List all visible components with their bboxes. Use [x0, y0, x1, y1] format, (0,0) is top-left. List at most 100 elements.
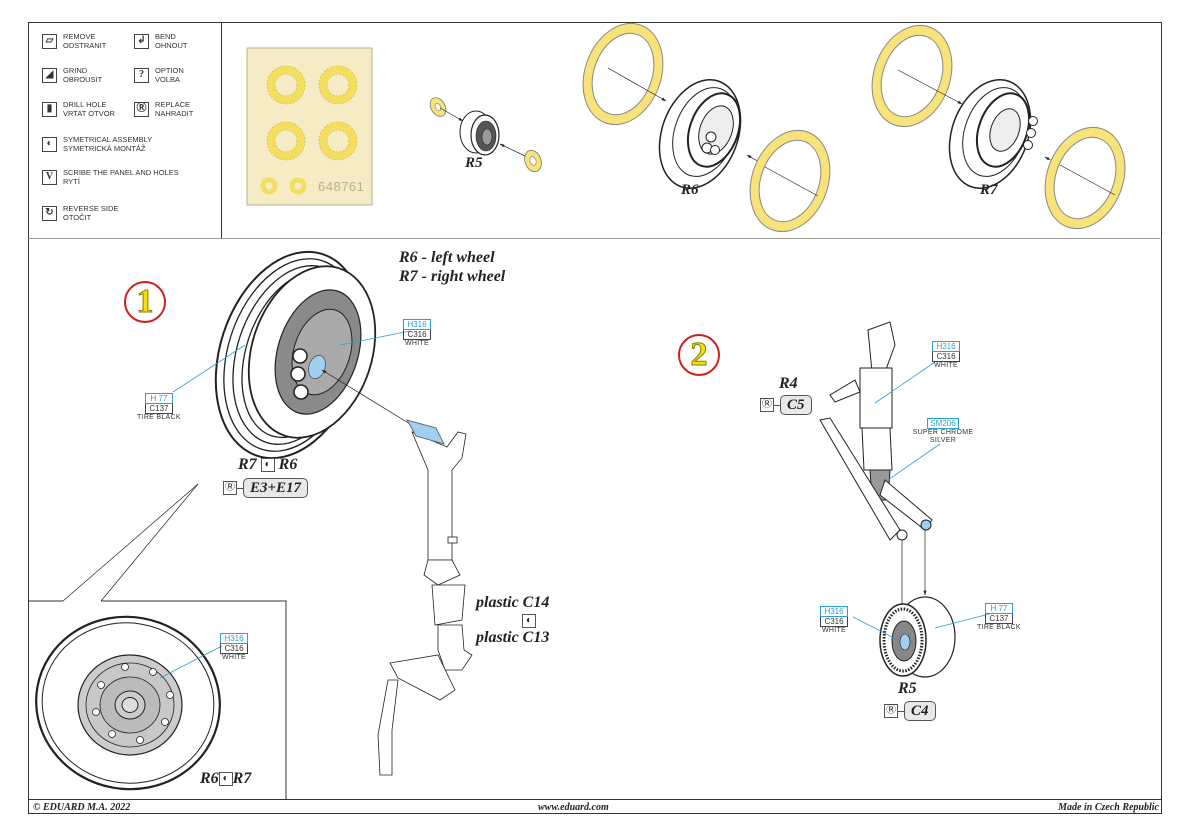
- plastic-c14-label: plastic C14: [476, 594, 550, 611]
- replace-icon: Ⓡ: [760, 398, 774, 412]
- paint-name: WHITE: [221, 654, 247, 661]
- replace-icon: Ⓡ: [884, 704, 898, 718]
- r7-top-assembly: [871, 24, 1126, 230]
- step1-strut: [377, 419, 473, 776]
- paint-code-h: H316: [932, 341, 960, 352]
- mask-ring: [319, 122, 357, 160]
- paint-code-h: H316: [403, 319, 431, 330]
- paint-code-h: H 77: [144, 393, 173, 404]
- plastic-symmetry: ◐: [522, 612, 536, 630]
- part-label-r4: R4: [779, 375, 798, 392]
- paint-code-h: H 77: [984, 603, 1013, 614]
- part-label-r6: R6: [200, 770, 219, 787]
- detail-callout-line: [62, 483, 199, 602]
- paint-code-c: C316: [932, 352, 960, 362]
- symmetrical-assembly-icon: ◐: [522, 613, 536, 628]
- symmetry-label-r7-r6: R7 ◐ R6: [238, 456, 297, 474]
- paint-name: TIRE BLACK: [977, 624, 1021, 631]
- legend-label-en: BEND: [155, 32, 176, 41]
- footer-origin: Made in Czech Republic: [1058, 802, 1159, 813]
- paint-code-h: SM206: [927, 418, 959, 429]
- legend-label-en: SCRIBE THE PANEL AND HOLES: [63, 168, 179, 177]
- wheel-note-right: R7 - right wheel: [399, 268, 506, 285]
- detail-callout-line: [100, 483, 199, 602]
- r5-top-assembly: [429, 97, 542, 173]
- legend-label-en: OPTION: [155, 66, 184, 75]
- replace-e3-e17: Ⓡ E3+E17: [223, 478, 309, 498]
- legend-label-cz: VRTAT OTVOR: [63, 108, 115, 118]
- plastic-c13-label: plastic C13: [476, 629, 550, 646]
- part-label-r7: R7: [980, 182, 998, 198]
- mask-ring: [319, 66, 357, 104]
- part-label-r7: R7: [238, 456, 257, 473]
- paint-callout-tire-black: H 77 C137 TIRE BLACK: [977, 603, 1021, 632]
- reverse-side-icon: ↻: [42, 206, 57, 221]
- paint-code-c: C137: [984, 614, 1013, 624]
- paint-callout-tire-black: H 77 C137 TIRE BLACK: [137, 393, 181, 422]
- symmetrical-assembly-icon: ◐: [218, 772, 233, 787]
- detail-box: [28, 600, 287, 799]
- paint-name: WHITE: [933, 362, 959, 369]
- replace-c5: Ⓡ C5: [760, 395, 812, 415]
- replace-icon: Ⓡ: [223, 481, 237, 495]
- footer-website[interactable]: www.eduard.com: [538, 802, 609, 813]
- paint-code-c: C316: [220, 644, 248, 654]
- part-label-r5: R5: [898, 680, 917, 697]
- legend-label-en: DRILL HOLE: [63, 100, 107, 109]
- step2-wheel-r5: [852, 596, 994, 678]
- mask-sheet: [246, 47, 373, 206]
- legend-label-cz: SYMETRICKÁ MONTÁŽ: [63, 143, 146, 153]
- step-1-badge: 1: [124, 281, 166, 323]
- scribe-icon: V: [42, 170, 57, 185]
- footer-copyright: © EDUARD M.A. 2022: [33, 802, 131, 813]
- symmetrical-assembly-icon: ◐: [260, 458, 275, 473]
- footer-divider: [28, 799, 1162, 800]
- detail-wheel: [35, 615, 223, 791]
- replace-part-pill: C5: [780, 395, 812, 415]
- paint-code-c: C316: [403, 330, 431, 340]
- legend-label-cz: OHNOUT: [155, 40, 188, 50]
- page-frame: [28, 22, 1162, 814]
- step2-strut: [819, 321, 941, 620]
- paint-callout-strut-white: H316 C316 WHITE: [932, 341, 960, 370]
- paint-name: SUPER CHROME: [912, 429, 974, 436]
- legend-label-cz: NAHRADIT: [155, 108, 194, 118]
- remove-icon: ▱: [42, 34, 57, 49]
- replace-part-pill: E3+E17: [243, 478, 309, 498]
- option-icon: ?: [134, 68, 149, 83]
- step1-main-wheel: [172, 250, 411, 460]
- paint-code-c: C316: [820, 617, 848, 627]
- part-label-r7: R7: [232, 770, 252, 787]
- grind-icon: ◢: [42, 68, 57, 83]
- replace-part-pill: C4: [904, 701, 936, 721]
- paint-name: SILVER: [929, 437, 957, 444]
- legend-label-cz: ODSTRANIT: [63, 40, 107, 50]
- paint-name: WHITE: [404, 340, 430, 347]
- mask-ring: [267, 66, 305, 104]
- part-label-r5: R5: [465, 155, 483, 171]
- legend-label-en: REMOVE: [63, 32, 96, 41]
- mask-ring-small: [289, 177, 307, 195]
- paint-callout-super-chrome: SM206 SUPER CHROME SILVER: [910, 418, 976, 445]
- r6-top-assembly: [582, 22, 831, 233]
- step-2-badge: 2: [678, 334, 720, 376]
- part-label-r6: R6: [681, 182, 699, 198]
- legend-label-cz: OBROUSIT: [63, 74, 103, 84]
- legend-label-en: REVERSE SIDE: [63, 204, 119, 213]
- paint-code-h: H316: [220, 633, 248, 644]
- legend-label-en: GRIND: [63, 66, 88, 75]
- drill-hole-icon: ▮: [42, 102, 57, 117]
- part-label-r6: R6: [278, 456, 298, 473]
- bend-icon: ↲: [134, 34, 149, 49]
- legend-label-cz: VOLBA: [155, 74, 181, 84]
